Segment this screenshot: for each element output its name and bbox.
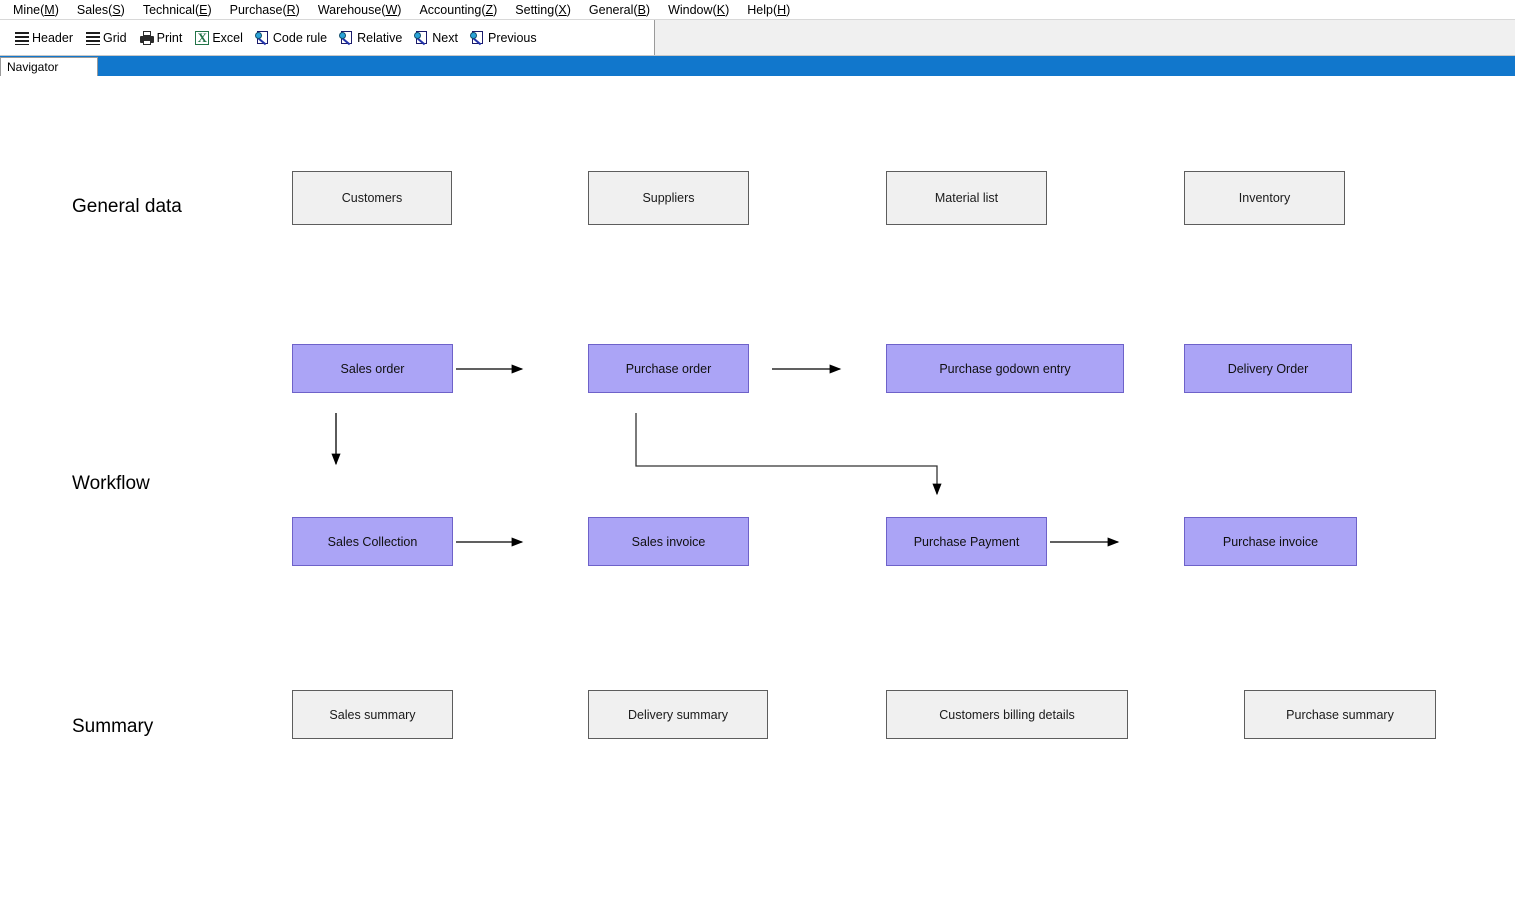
menu-item-general[interactable]: General(B) <box>588 2 651 17</box>
menu-item-purchase[interactable]: Purchase(R) <box>229 2 300 17</box>
toolbar-button-code-rule-label: Code rule <box>272 30 328 45</box>
menu-item-window[interactable]: Window(K) <box>668 2 730 17</box>
toolbar-button-excel[interactable]: X Excel <box>188 24 249 52</box>
toolbar-button-next[interactable]: Next <box>408 24 464 52</box>
section-label-summary: Summary <box>72 716 154 737</box>
node-customers[interactable]: Customers <box>292 171 452 225</box>
printer-icon <box>139 30 155 46</box>
toolbar: Header Grid Print X Excel Code rule <box>0 20 1515 56</box>
toolbar-button-header[interactable]: Header <box>8 24 79 52</box>
node-sales-summary[interactable]: Sales summary <box>292 690 453 739</box>
toolbar-button-previous[interactable]: Previous <box>464 24 543 52</box>
document-pencil-icon <box>469 30 486 46</box>
list-icon <box>85 30 101 46</box>
toolbar-button-code-rule[interactable]: Code rule <box>249 24 333 52</box>
section-label-general-data: General data <box>72 196 182 217</box>
document-pencil-icon <box>414 30 430 46</box>
node-customers-billing-details[interactable]: Customers billing details <box>886 690 1128 739</box>
toolbar-buttons: Header Grid Print X Excel Code rule <box>0 20 655 55</box>
toolbar-button-header-label: Header <box>32 30 73 45</box>
node-inventory[interactable]: Inventory <box>1184 171 1345 225</box>
menu-item-accounting[interactable]: Accounting(Z) <box>419 2 498 17</box>
excel-icon: X <box>194 30 210 46</box>
section-label-workflow: Workflow <box>72 473 150 494</box>
navigator-canvas: General data Workflow Summary Customers … <box>0 76 1515 906</box>
node-purchase-invoice[interactable]: Purchase invoice <box>1184 517 1357 566</box>
menu-item-help[interactable]: Help(H) <box>747 2 791 17</box>
node-sales-order[interactable]: Sales order <box>292 344 453 393</box>
tab-navigator-label: Navigator <box>7 60 59 74</box>
node-sales-invoice[interactable]: Sales invoice <box>588 517 749 566</box>
node-purchase-godown-entry[interactable]: Purchase godown entry <box>886 344 1124 393</box>
list-icon <box>14 30 30 46</box>
toolbar-empty-area <box>655 20 1515 55</box>
toolbar-button-next-label: Next <box>432 30 458 45</box>
tab-navigator[interactable]: Navigator <box>0 57 98 76</box>
node-delivery-order[interactable]: Delivery Order <box>1184 344 1352 393</box>
toolbar-button-relative[interactable]: Relative <box>333 24 408 52</box>
toolbar-button-print[interactable]: Print <box>133 24 189 52</box>
node-material-list[interactable]: Material list <box>886 171 1047 225</box>
toolbar-button-previous-label: Previous <box>487 30 537 45</box>
toolbar-button-relative-label: Relative <box>357 30 403 45</box>
document-pencil-icon <box>254 30 271 46</box>
menu-item-mine[interactable]: Mine(M) <box>13 2 59 17</box>
menu-item-warehouse[interactable]: Warehouse(W) <box>317 2 402 17</box>
node-purchase-summary[interactable]: Purchase summary <box>1244 690 1436 739</box>
node-purchase-order[interactable]: Purchase order <box>588 344 749 393</box>
arrow-purchase-order-to-purchase-payment <box>635 413 942 496</box>
node-delivery-summary[interactable]: Delivery summary <box>588 690 768 739</box>
window-tab-strip: Navigator <box>0 56 1515 76</box>
node-purchase-payment[interactable]: Purchase Payment <box>886 517 1047 566</box>
toolbar-button-excel-label: Excel <box>212 30 243 45</box>
menu-bar: Mine(M) Sales(S) Technical(E) Purchase(R… <box>0 0 1515 20</box>
menu-item-setting[interactable]: Setting(X) <box>515 2 571 17</box>
toolbar-button-grid-label: Grid <box>103 30 127 45</box>
node-suppliers[interactable]: Suppliers <box>588 171 749 225</box>
toolbar-button-grid[interactable]: Grid <box>79 24 133 52</box>
document-pencil-icon <box>339 30 355 46</box>
toolbar-button-print-label: Print <box>156 30 183 45</box>
menu-item-technical[interactable]: Technical(E) <box>142 2 212 17</box>
menu-item-sales[interactable]: Sales(S) <box>76 2 125 17</box>
node-sales-collection[interactable]: Sales Collection <box>292 517 453 566</box>
